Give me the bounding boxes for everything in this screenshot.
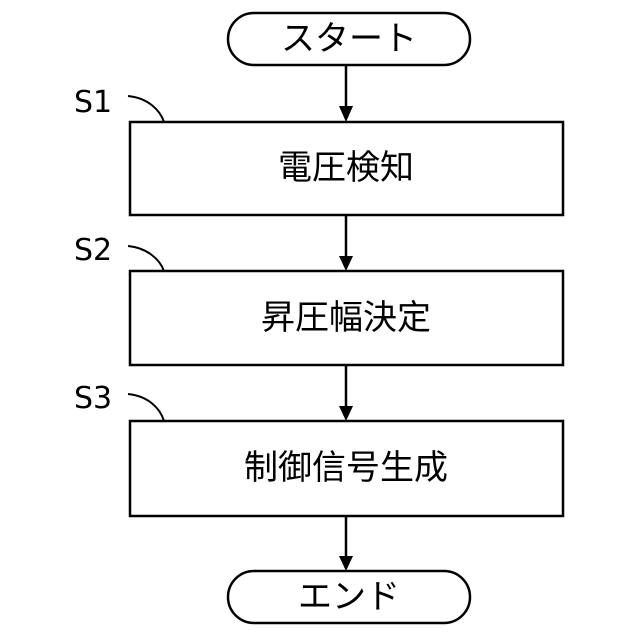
step-id-s1: S1: [74, 85, 112, 120]
step-id-s2: S2: [74, 233, 112, 268]
arrowhead-s3-end: [339, 556, 353, 571]
start-label: スタート: [281, 19, 417, 59]
leader-s2: [128, 246, 164, 271]
arrowhead-s1-s2: [339, 256, 353, 271]
process-label-s3: 制御信号生成: [244, 448, 448, 488]
end-label: エンド: [298, 577, 400, 617]
process-label-s1: 電圧検知: [278, 148, 414, 188]
process-label-s2: 昇圧幅決定: [261, 298, 431, 338]
step-id-s3: S3: [74, 381, 112, 416]
arrowhead-s2-s3: [339, 406, 353, 421]
arrowhead-start-s1: [339, 106, 353, 122]
leader-s3: [128, 394, 164, 421]
leader-s1: [128, 96, 164, 122]
